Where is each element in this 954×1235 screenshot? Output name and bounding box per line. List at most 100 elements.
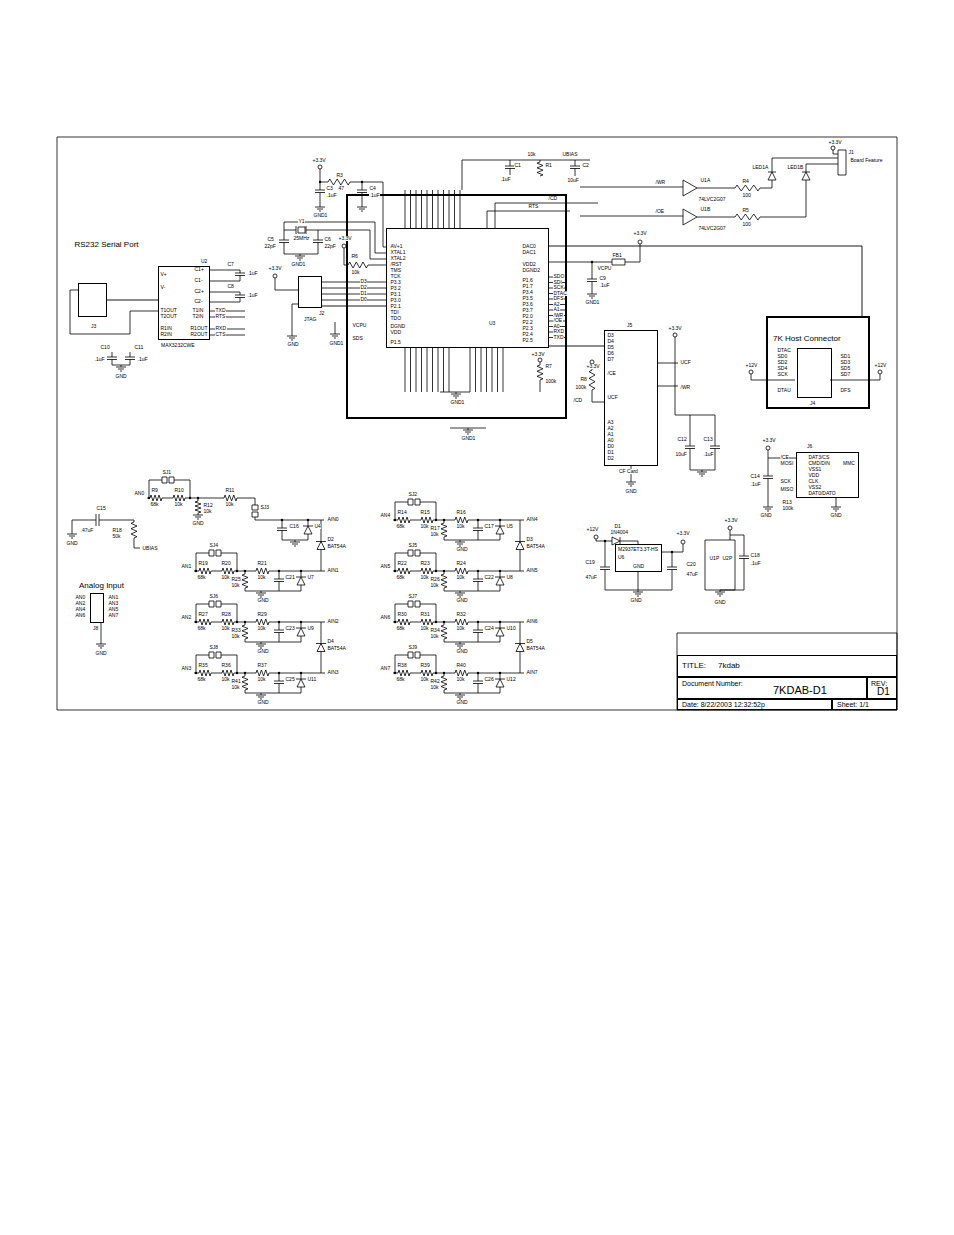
schematic-label: +3.3V <box>338 236 352 241</box>
schematic-label: R33 <box>231 628 241 633</box>
schematic-label: R21 <box>257 561 267 566</box>
schematic-label: R26 <box>430 577 440 582</box>
schematic-label: VDD2 <box>522 262 536 267</box>
schematic-label: GND <box>625 489 637 494</box>
schematic-label: U1P <box>709 556 720 561</box>
schematic-label: +12V <box>586 527 599 532</box>
schematic-label: 10k <box>456 524 465 529</box>
junction-dot <box>148 181 673 674</box>
schematic-label: R3 <box>336 173 343 178</box>
schematic-label: P3.3 <box>390 280 401 285</box>
schematic-label: .1uF <box>500 177 511 182</box>
schematic-label: D2 <box>327 537 334 542</box>
schematic-label: R39 <box>420 663 430 668</box>
schematic-label: DAC0 <box>522 244 536 249</box>
schematic-label: /CE <box>780 455 789 460</box>
schematic-label: C11 <box>134 345 144 350</box>
schematic-label: SDS <box>352 336 363 341</box>
schematic-label: SJ1 <box>162 470 172 475</box>
schematic-label: 25MHz <box>293 236 310 241</box>
schematic-label: R34 <box>430 628 440 633</box>
node-label: U2 <box>201 259 207 264</box>
schematic-label: C1- <box>194 278 203 283</box>
schematic-label: A1 <box>553 307 560 312</box>
schematic-label: 10k <box>420 575 429 580</box>
schematic-label: AN6 <box>380 615 391 620</box>
chip-frame <box>347 195 566 418</box>
schematic-label: DGND <box>390 324 406 329</box>
schematic-label: U11 <box>307 677 317 682</box>
schematic-label: TMS <box>390 268 402 273</box>
schematic-label: AV+1 <box>390 244 403 249</box>
schematic-label: R1 <box>545 163 552 168</box>
schematic-label: R11 <box>225 488 235 493</box>
schematic-label: C23 <box>285 626 295 631</box>
schematic-label: D1 <box>614 524 621 529</box>
schematic-label: U7 <box>307 575 314 580</box>
title-cell: Sheet: 1/1 <box>832 699 897 710</box>
schematic-label: V- <box>160 285 166 290</box>
schematic-label: 68k <box>150 502 159 507</box>
schematic-label: 10k <box>456 626 465 631</box>
schematic-label: C24 <box>484 626 494 631</box>
schematic-label: 47 <box>338 186 345 191</box>
schematic-label: /CE <box>607 371 616 376</box>
schematic-label: SJ3 <box>260 505 270 510</box>
schematic-label: 10k <box>430 532 439 537</box>
schematic-label: C7 <box>227 262 234 267</box>
schematic-label: C8 <box>227 284 234 289</box>
schematic-label: A1 <box>607 432 614 437</box>
schematic-label: CMD/DIN <box>808 461 830 466</box>
schematic-label: A0 <box>607 438 614 443</box>
schematic-label: /OE <box>553 318 563 323</box>
schematic-label: BAT54A <box>526 646 545 651</box>
schematic-label: C4 <box>369 186 376 191</box>
schematic-label: GND <box>456 700 468 705</box>
schematic-label: T2OUT <box>160 314 177 319</box>
schematic-label: 10k <box>430 583 439 588</box>
schematic-label: .1uF <box>247 293 258 298</box>
node-label: Analog Input <box>79 582 124 590</box>
schematic-label: 68k <box>396 677 405 682</box>
schematic-label: T2IN <box>192 314 204 319</box>
schematic-label: C5 <box>267 237 274 242</box>
schematic-label: /WR <box>680 385 691 390</box>
schematic-label: +3.3V <box>531 352 545 357</box>
schematic-label: U9 <box>307 626 314 631</box>
schematic-label: 68k <box>396 626 405 631</box>
schematic-label: A0 <box>553 324 560 329</box>
schematic-label: /WR <box>553 313 564 318</box>
schematic-label: SDO <box>553 274 565 279</box>
schematic-label: GND1 <box>585 300 600 305</box>
schematic-label: GND <box>66 541 78 546</box>
schematic-label: R8 <box>580 377 587 382</box>
schematic-label: GND1 <box>450 400 465 405</box>
schematic-label: /WR <box>655 180 666 185</box>
schematic-label: DAC1 <box>522 250 536 255</box>
schematic-label: 10uF <box>567 178 579 183</box>
schematic-label: D3 <box>526 537 533 542</box>
schematic-label: U10 <box>506 626 516 631</box>
schematic-label: R16 <box>456 510 466 515</box>
schematic-label: DAT3/CS <box>808 455 830 460</box>
schematic-label: GND1 <box>313 213 328 218</box>
schematic-label: XTAL2 <box>390 256 406 261</box>
node-label: J6 <box>807 444 812 449</box>
schematic-label: 10k <box>527 152 536 157</box>
connector-box: J4 <box>797 348 832 398</box>
connector-wire <box>322 306 386 307</box>
schematic-label: P3.4 <box>522 290 533 295</box>
schematic-label: AN1 <box>108 595 119 600</box>
node-label: MMC <box>843 461 855 466</box>
schematic-label: 10k <box>257 575 266 580</box>
schematic-label: SJ5 <box>408 543 418 548</box>
connector-box: J3 <box>78 283 107 317</box>
schematic-label: SD1 <box>840 354 851 359</box>
schematic-label: 47uF <box>585 575 597 580</box>
schematic-label: RTS <box>528 204 539 209</box>
schematic-label: +3.3V <box>633 231 647 236</box>
schematic-label: 22pF <box>264 244 276 249</box>
schematic-label: R42 <box>430 679 440 684</box>
node-label: J3 <box>91 324 96 329</box>
